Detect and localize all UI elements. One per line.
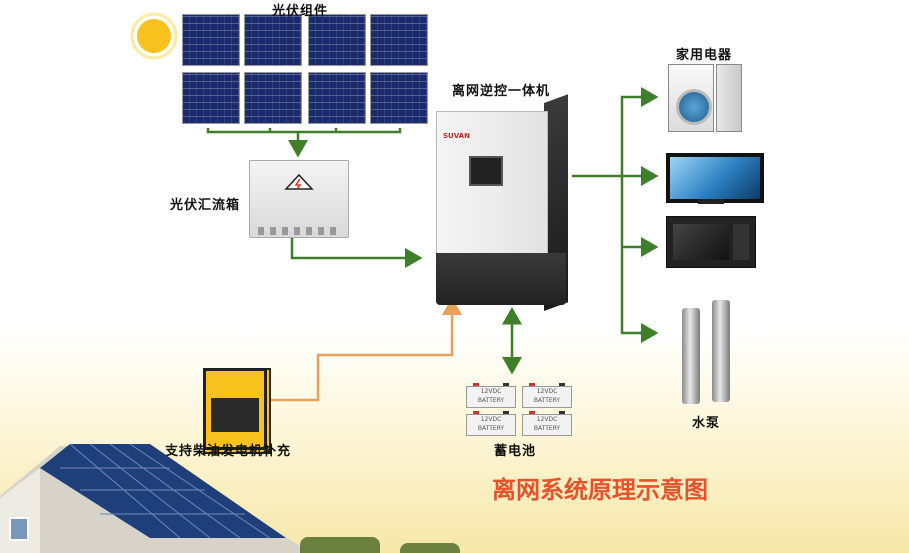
inverter-display	[469, 156, 503, 186]
microwave-icon	[666, 216, 756, 268]
battery-icon: 12VDC BATTERY	[466, 383, 516, 408]
off-grid-inverter: SUVAN	[436, 94, 568, 312]
battery-icon: 12VDC BATTERY	[522, 383, 572, 408]
inverter-label: 离网逆控一体机	[452, 84, 551, 99]
television-stand	[698, 199, 724, 204]
combiner-box-label: 光伏汇流箱	[170, 198, 241, 213]
diagram-title: 离网系统原理示意图	[492, 476, 708, 504]
battery-label: 蓄电池	[494, 444, 537, 459]
appliances-label: 家用电器	[676, 48, 733, 63]
hedge	[400, 543, 460, 553]
water-pump-icon	[682, 308, 700, 404]
combiner-to-inverter-line	[290, 238, 423, 268]
water-pump-icon	[712, 300, 730, 402]
water-pump-label: 水泵	[692, 416, 721, 431]
hedge	[300, 537, 380, 553]
pv-bus-line	[206, 128, 402, 134]
battery-icon: 12VDC BATTERY	[522, 411, 572, 436]
sun-icon	[130, 12, 178, 60]
battery-icon: 12VDC BATTERY	[466, 411, 516, 436]
inverter-logo: SUVAN	[443, 132, 470, 140]
inverter-to-loads-line	[572, 95, 655, 335]
house-illustration	[0, 443, 300, 553]
diesel-generator-icon	[203, 368, 271, 454]
pv-modules-label: 光伏组件	[272, 4, 329, 19]
refrigerator-icon	[716, 64, 742, 132]
generator-label: 支持柴油发电机补充	[165, 444, 292, 459]
combiner-box	[249, 160, 349, 238]
washing-machine-icon	[668, 64, 714, 132]
generator-to-inverter-line	[270, 297, 462, 402]
television-icon	[666, 153, 764, 203]
